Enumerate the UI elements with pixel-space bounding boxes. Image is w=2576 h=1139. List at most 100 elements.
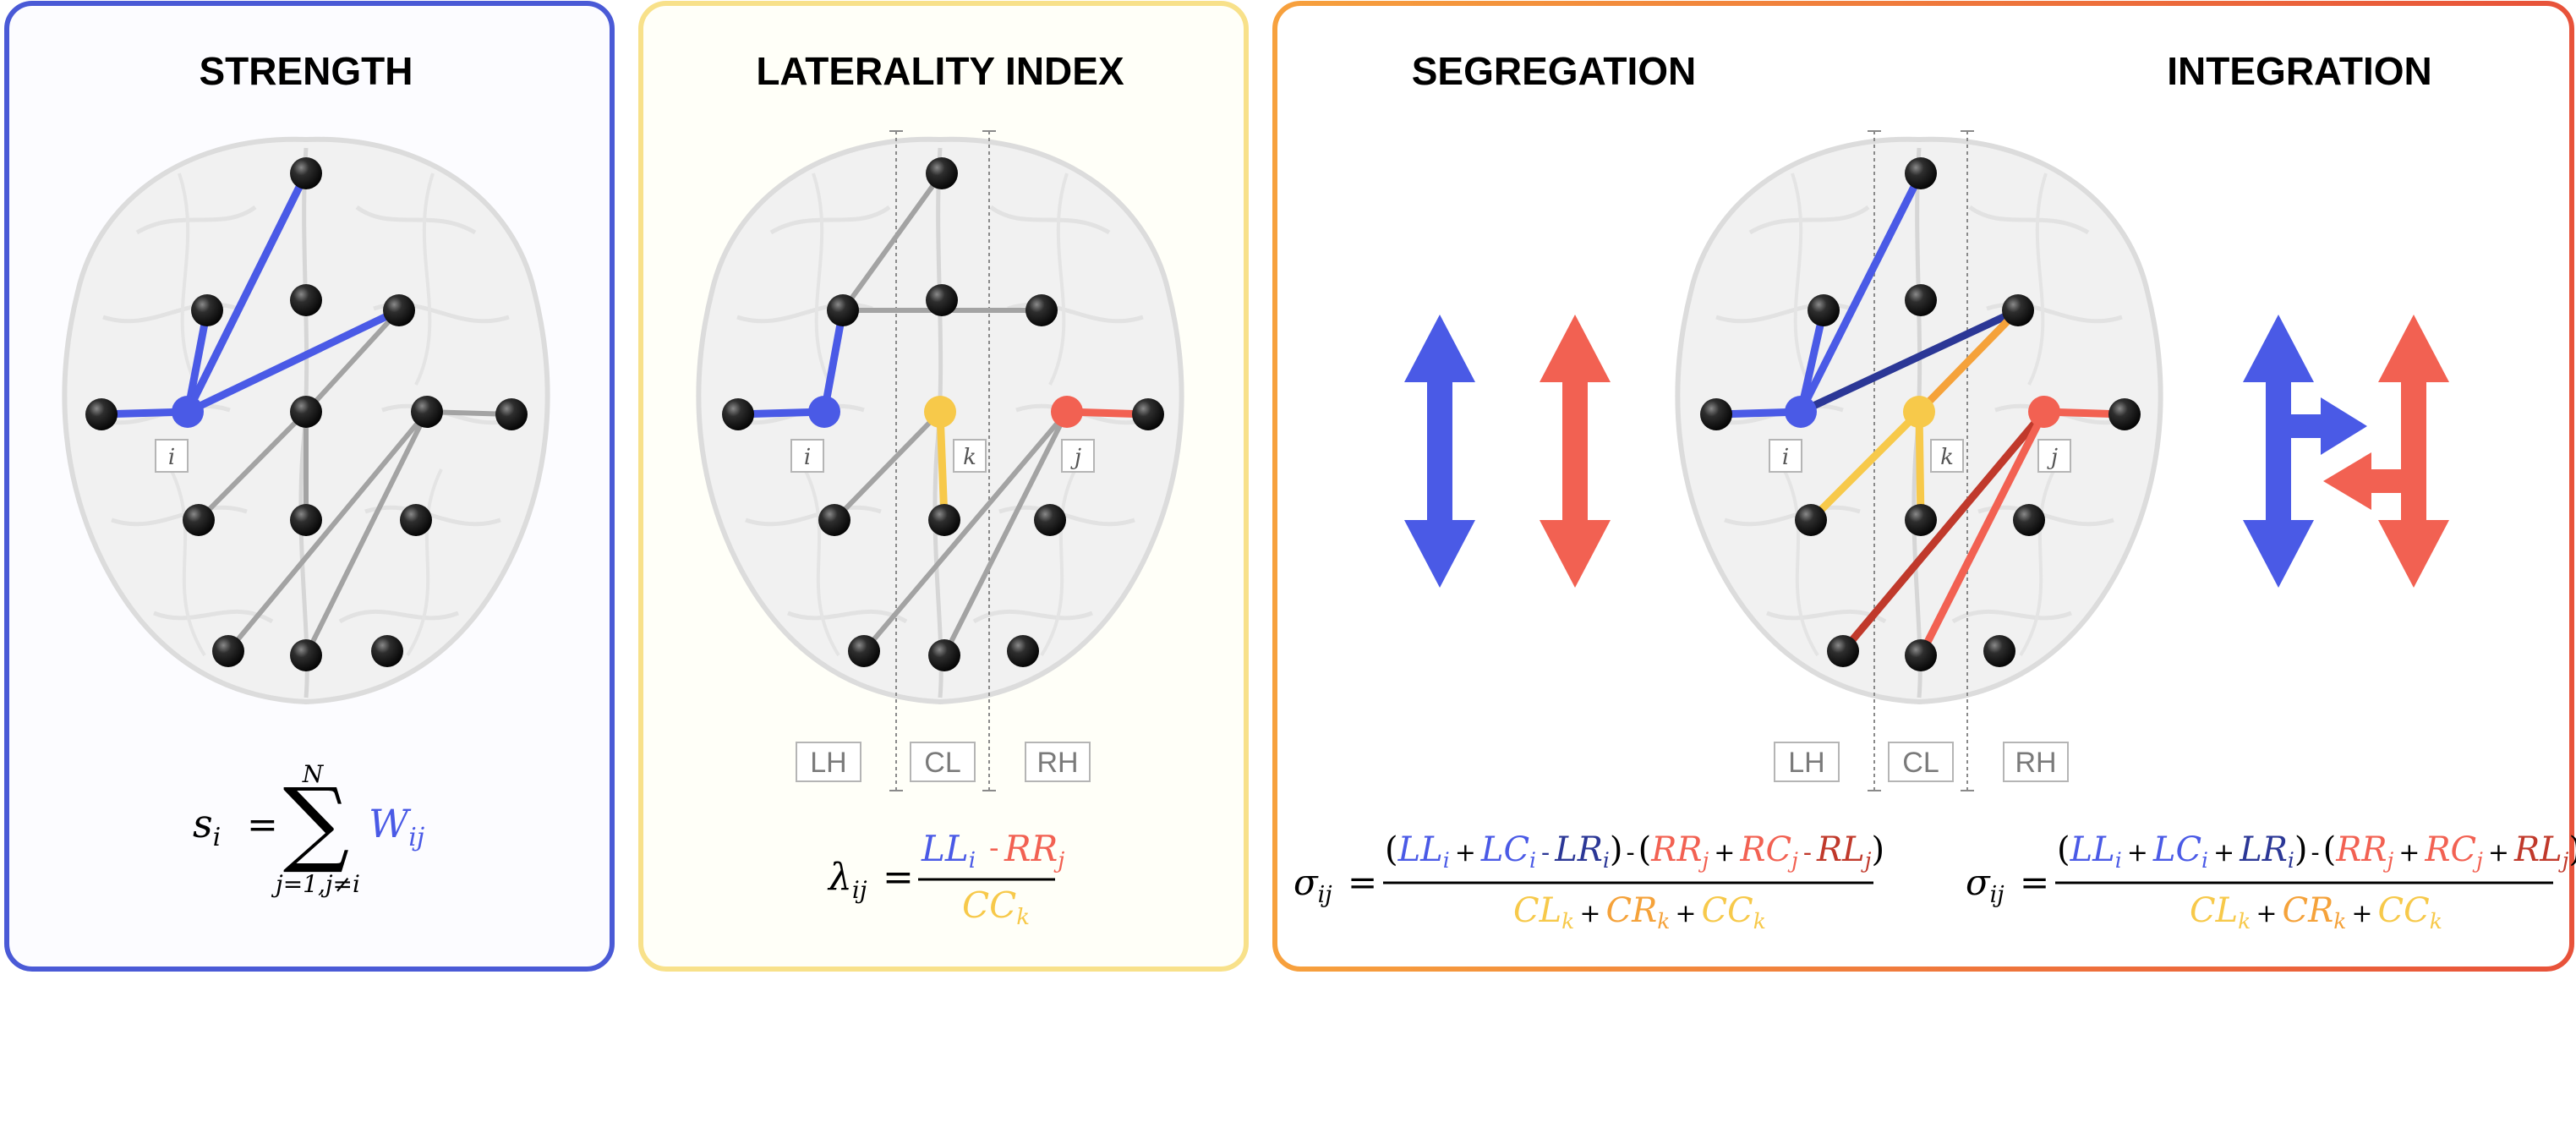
formula-lhs: λ (827, 856, 852, 899)
op3: + (2398, 838, 2420, 868)
n1: LL (1397, 830, 1443, 869)
node-j (2028, 396, 2060, 428)
dop1: + (2256, 899, 2277, 928)
cl-label: CL (1902, 747, 1939, 779)
brain-node (2108, 398, 2141, 430)
svg-text:CLk+CRk+CCk: CLk+CRk+CCk (1513, 891, 1766, 934)
cl-label: CL (924, 747, 960, 779)
brain-node (191, 294, 223, 326)
gray-edges (196, 308, 514, 658)
rh-label: RH (2015, 747, 2056, 779)
dop1: + (1579, 899, 1600, 928)
brain-node (290, 504, 322, 536)
brain-node (1905, 284, 1937, 316)
red-cross-arrow (2323, 315, 2449, 588)
formula-term: W (369, 801, 412, 846)
d1: CL (2190, 891, 2238, 930)
m3: RL (1816, 830, 1865, 869)
n1-sub: i (2115, 848, 2122, 873)
brain-node (411, 396, 443, 428)
brain-node (722, 398, 754, 430)
cl-box (1888, 742, 1954, 782)
brain-node (1795, 504, 1827, 536)
brain-node (928, 639, 960, 671)
brain-node (383, 294, 415, 326)
brain-node (1034, 504, 1066, 536)
formula-eq: = (247, 803, 278, 846)
brain-node (1983, 635, 2015, 667)
brain-node (1132, 398, 1164, 430)
d1: CL (1513, 891, 1561, 930)
integration-brain: i k j LH CL RH (1677, 130, 2160, 791)
d1-sub: k (1561, 909, 1574, 934)
brain-node (1808, 294, 1840, 326)
d3-sub: k (2430, 909, 2442, 934)
brain-node (2002, 294, 2034, 326)
op3: + (1714, 838, 1735, 868)
n2-sub: i (1529, 848, 1536, 873)
brain-node (290, 157, 322, 189)
d2: CR (2282, 891, 2333, 930)
hemisphere-dividers (1868, 130, 1974, 791)
colored-edges (1712, 169, 2129, 660)
laterality-title: LATERALITY INDEX (756, 49, 1124, 93)
integration-title: INTEGRATION (2167, 49, 2431, 93)
brain-node (290, 284, 322, 316)
node-i (172, 396, 204, 428)
rh-box (2003, 742, 2069, 782)
brain-node (85, 398, 118, 430)
rh-label: RH (1036, 747, 1078, 779)
svg-text:CLk+CRk+CCk: CLk+CRk+CCk (2190, 891, 2442, 934)
svg-text:σij: σij (1966, 862, 2004, 908)
formula-eq: = (883, 856, 914, 899)
node-j (1051, 396, 1083, 428)
op4: + (2488, 838, 2509, 868)
svg-text:σij: σij (1293, 862, 1332, 908)
n1-sub: i (1443, 848, 1450, 873)
m2: RC (2424, 830, 2476, 869)
brain-node (818, 504, 850, 536)
brain-node (1827, 635, 1859, 667)
sum-symbol: ∑ (283, 768, 350, 876)
op1: + (2127, 838, 2148, 868)
yellow-edge (936, 408, 949, 524)
m1: RR (1650, 830, 1702, 869)
d3: CC (1702, 891, 1753, 930)
brain-node (212, 635, 244, 667)
brain-node (2013, 504, 2045, 536)
n2: LC (2152, 830, 2201, 869)
dop2: + (1675, 899, 1696, 928)
m3: RL (2513, 830, 2562, 869)
brain-node (848, 635, 880, 667)
sum-top: N (302, 760, 325, 788)
node-i-label-box (1769, 439, 1802, 473)
formula-lhs: σ (1966, 862, 1991, 903)
node-k (924, 396, 956, 428)
brain-node (371, 635, 403, 667)
svg-text:LLi: LLi (921, 828, 976, 873)
d2: CR (1605, 891, 1657, 930)
blue-edges (97, 169, 403, 419)
node-j-label-box (1061, 439, 1095, 473)
d2-sub: k (2333, 909, 2346, 934)
d3-sub: k (1753, 909, 1766, 934)
formula-eq: = (2020, 862, 2049, 903)
op4: - (1803, 838, 1812, 868)
num-a-sub: i (969, 848, 976, 873)
red-double-arrow (1540, 315, 1611, 588)
n2-sub: i (2201, 848, 2208, 873)
integration-formula: σij = (LLi+LCi+LRi)-(RRj+RCj+RLj) CLk+CR… (1966, 830, 2576, 934)
strength-formula: si = ∑ N j=1,j≠i Wij (193, 760, 424, 898)
formula-lhs-sub: ij (852, 876, 867, 904)
cl-box (910, 742, 976, 782)
brain-node (1905, 504, 1937, 536)
node-i-label: i (804, 445, 811, 470)
n3-sub: i (2288, 848, 2294, 873)
node-i (1785, 396, 1817, 428)
brain-node (1025, 294, 1058, 326)
formula-lhs: σ (1293, 862, 1319, 903)
node-group (1700, 157, 2141, 671)
node-i-label: i (168, 445, 175, 470)
formula-term-sub: ij (408, 823, 424, 852)
